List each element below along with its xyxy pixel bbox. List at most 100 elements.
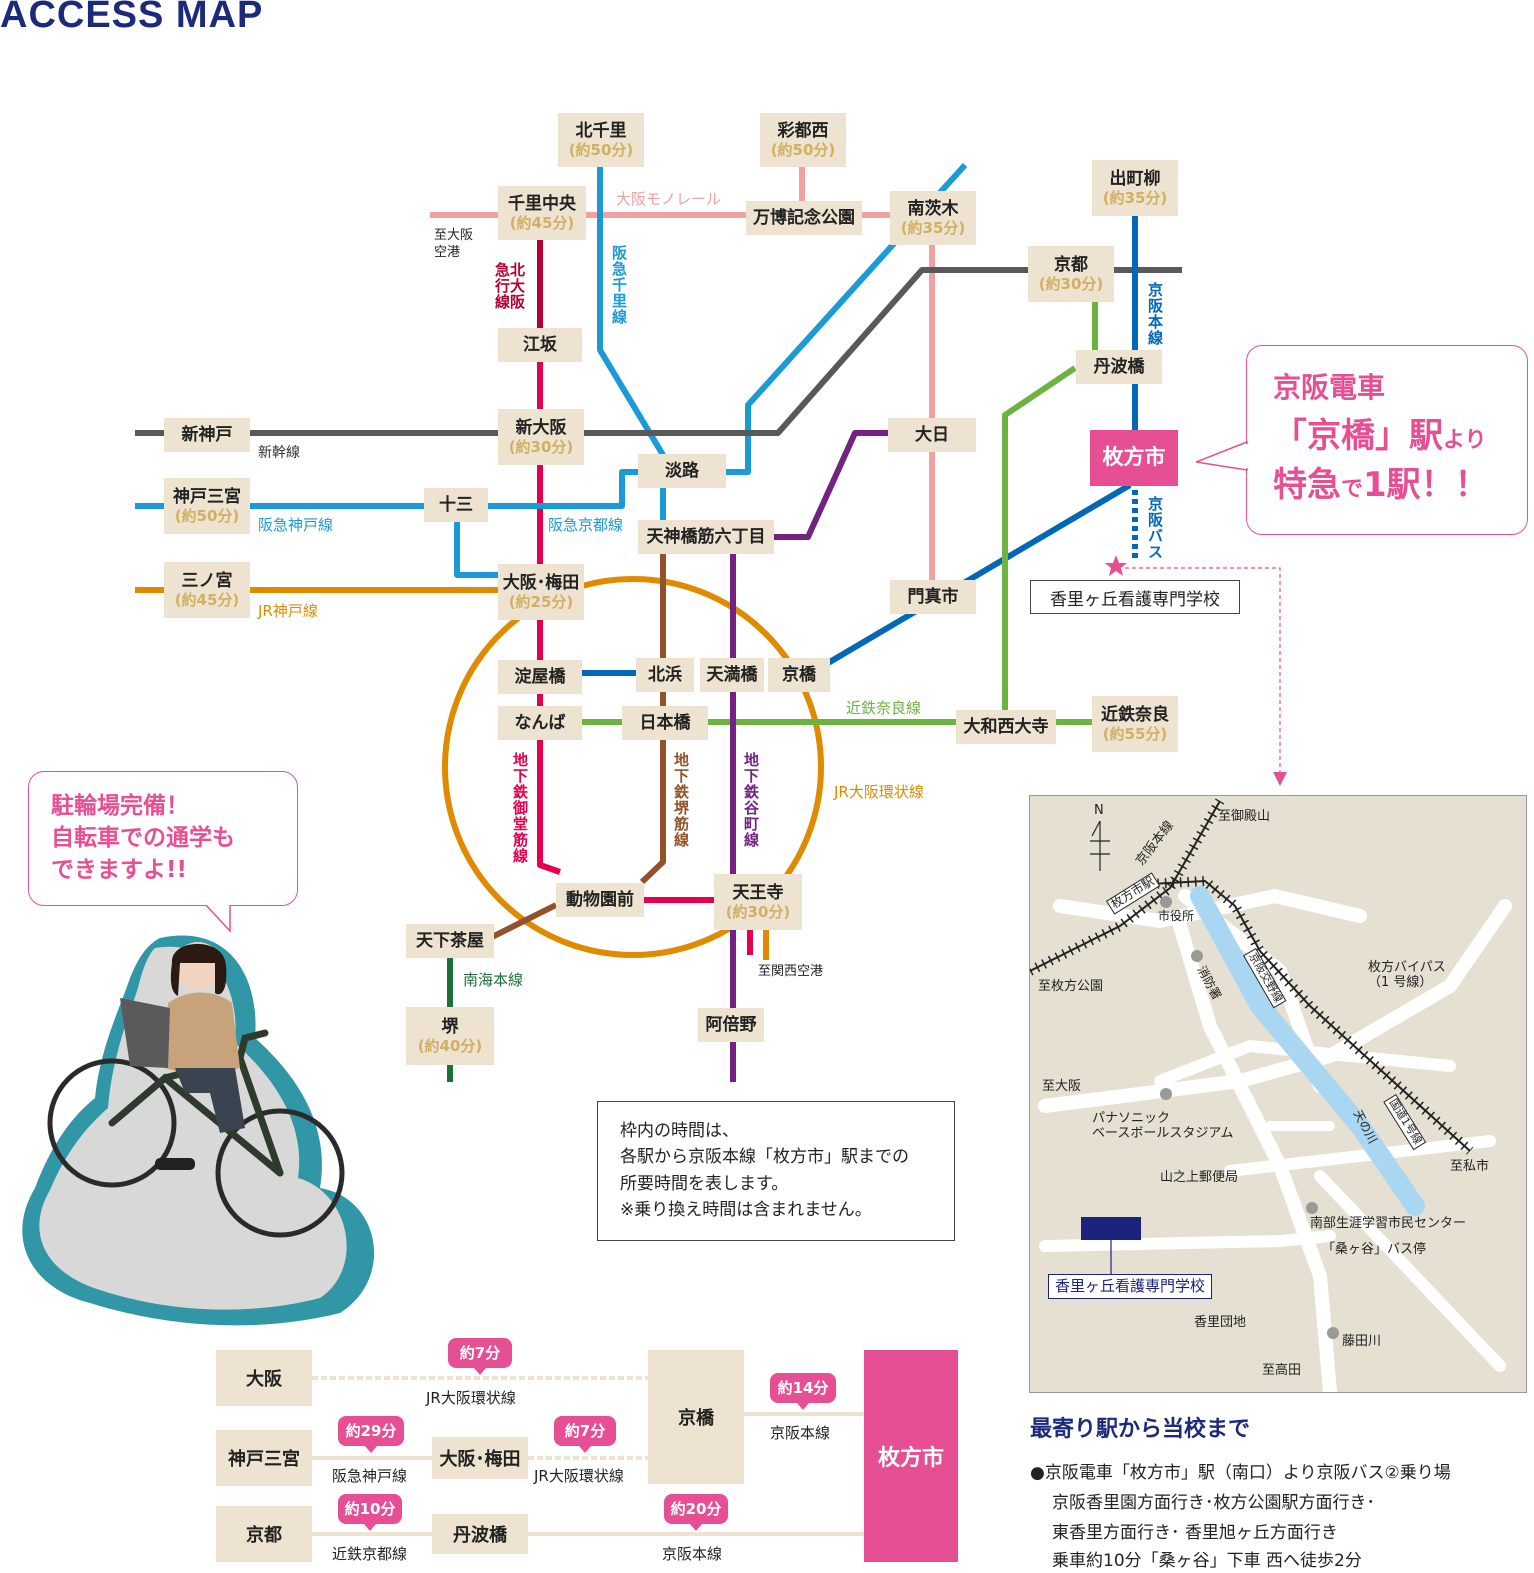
label-to-kix: 至関西空港: [758, 964, 824, 979]
map-to-gotenyama: 至御殿山: [1218, 809, 1271, 824]
station-shinkobe[interactable]: 新神戸: [164, 418, 250, 452]
station-nipponbashi[interactable]: 日本橋: [622, 706, 708, 740]
diagram-osaka[interactable]: 大阪: [216, 1350, 312, 1406]
hankyu-juso-umeda-line: [454, 518, 500, 578]
station-banpaku[interactable]: 万博記念公園: [746, 201, 862, 235]
hankyu-senri-line: [597, 165, 666, 457]
note-line3: 所要時間を表します。: [620, 1173, 789, 1194]
school-building: [1081, 1217, 1141, 1240]
map-bypass: 枚方バイパス （1 号線）: [1368, 960, 1446, 991]
station-tengachaya[interactable]: 天下茶屋: [406, 924, 494, 958]
lbl-osaka: JR大阪環状線: [426, 1389, 516, 1407]
note-box: 枠内の時間は、 各駅から京阪本線「枚方市」駅までの 所要時間を表します。 ※乗り…: [597, 1101, 955, 1241]
hankyu-kyoto-east-line: [720, 162, 968, 475]
station-esaka[interactable]: 江坂: [498, 328, 582, 362]
pill-tanba: 約20分: [664, 1494, 728, 1531]
lbl-tanba: 京阪本線: [662, 1545, 723, 1563]
note-line2: 各駅から京阪本線「枚方市」駅までの: [620, 1147, 909, 1168]
station-awaji[interactable]: 淡路: [638, 454, 726, 488]
station-kyobashi[interactable]: 京橋: [768, 658, 830, 692]
jr-loop-line: [442, 576, 824, 958]
pill-umeda: 約7分: [554, 1416, 616, 1453]
station-kitasenri[interactable]: 北千里(約50分): [558, 113, 644, 167]
map-post-office: 山之上郵便局: [1160, 1170, 1239, 1185]
station-sannomiya[interactable]: 三ノ宮(約45分): [164, 562, 250, 618]
bubble-left-line1: 駐輪場完備！: [51, 793, 189, 819]
route-line1: ●京阪電車「枚方市」駅（南口）より京阪バス②乗り場: [1030, 1463, 1451, 1483]
bubble-right-tail: [1196, 440, 1251, 471]
student-bicycle-illustration: [22, 935, 375, 1326]
station-dainichi[interactable]: 大日: [888, 418, 976, 452]
bubble-right-line1: 京阪電車: [1273, 371, 1386, 404]
station-saito[interactable]: 彩都西(約50分): [760, 113, 846, 167]
sakaisuji-line: [639, 550, 666, 885]
bubble-right-line3b: で: [1341, 477, 1364, 502]
label-sakaisuji: 地下鉄堺筋線: [672, 752, 690, 848]
station-namba[interactable]: なんば: [498, 706, 582, 740]
station-dobutsuen[interactable]: 動物園前: [556, 883, 644, 917]
station-shinosaka[interactable]: 新大阪(約30分): [498, 409, 584, 465]
station-tanbabashi[interactable]: 丹波橋: [1076, 350, 1162, 384]
midosuji-line: [537, 360, 561, 875]
station-kintetsunara[interactable]: 近鉄奈良(約55分): [1092, 696, 1178, 752]
school-star-icon: [1105, 555, 1127, 576]
sakaisuji-tengachaya-line: [488, 902, 558, 941]
station-kyoto[interactable]: 京都(約30分): [1028, 246, 1114, 302]
diagram-hirakata[interactable]: 枚方市: [864, 1350, 958, 1562]
note-line4: ※乗り換え時間は含まれません。: [620, 1200, 872, 1221]
station-minamiibaraki[interactable]: 南茨木(約35分): [890, 191, 976, 245]
station-kobesannomiya[interactable]: 神戸三宮(約50分): [164, 478, 250, 534]
station-sakai[interactable]: 堺(約40分): [406, 1007, 494, 1065]
diagram-tanbabashi[interactable]: 丹波橋: [432, 1514, 528, 1554]
pill-kobe: 約29分: [338, 1416, 404, 1453]
diagram-kyobashi[interactable]: 京橋: [648, 1350, 744, 1484]
map-pointer-line: [1125, 567, 1281, 775]
map-korien: 香里団地: [1194, 1315, 1247, 1330]
station-kadoma[interactable]: 門真市: [890, 580, 976, 614]
diagram-kyoto[interactable]: 京都: [216, 1506, 312, 1562]
page-title: ACCESS MAP: [0, 0, 264, 36]
station-senri[interactable]: 千里中央(約45分): [498, 186, 586, 240]
map-center: 南部生涯学習市民センター: [1310, 1216, 1467, 1231]
diagram-umeda[interactable]: 大阪･梅田: [432, 1437, 528, 1479]
pill-osaka: 約7分: [448, 1338, 512, 1375]
label-kintetsu-nara: 近鉄奈良線: [846, 699, 922, 717]
route-line4: 乗車約10分「桑ヶ谷」下車 西へ徒歩2分: [1052, 1551, 1362, 1571]
station-umeda[interactable]: 大阪･梅田(約25分): [498, 564, 584, 620]
school-label-box: 香里ヶ丘看護専門学校: [1030, 580, 1240, 614]
lbl-umeda: JR大阪環状線: [534, 1467, 624, 1485]
station-juso[interactable]: 十三: [424, 488, 488, 522]
label-keihan: 京阪本線: [1146, 282, 1164, 346]
station-yamatosaidaiji[interactable]: 大和西大寺: [956, 710, 1056, 744]
station-tenmabashi[interactable]: 天満橋: [700, 658, 764, 692]
map-fujitagawa: 藤田川: [1342, 1334, 1382, 1349]
map-to-kisaichi: 至私市: [1450, 1159, 1490, 1174]
station-demachi[interactable]: 出町柳(約35分): [1092, 160, 1178, 216]
map-bypass-line1: 枚方バイパス: [1368, 960, 1446, 975]
diagram-kobesannomiya[interactable]: 神戸三宮: [216, 1430, 312, 1486]
route-title: 最寄り駅から当校まで: [1030, 1417, 1251, 1442]
map-to-hirakatakoen: 至枚方公園: [1038, 979, 1104, 994]
label-tanimachi: 地下鉄谷町線: [742, 752, 760, 848]
map-to-osaka: 至大阪: [1042, 1079, 1082, 1094]
station-tennoji[interactable]: 天王寺(約30分): [714, 874, 802, 930]
lbl-kobe: 阪急神戸線: [332, 1467, 408, 1485]
local-area-map: N 京阪本線 枚方市駅 至御殿山 市役所 至枚方公園 消防署 京阪交野線 枚方バ…: [1029, 795, 1527, 1393]
station-tenroku[interactable]: 天神橋筋六丁目: [638, 520, 774, 554]
bubble-left-tail: [202, 903, 236, 933]
station-kitahama[interactable]: 北浜: [636, 658, 694, 692]
tanimachi-dainichi-line: [770, 430, 888, 540]
lbl-kyobashi: 京阪本線: [770, 1424, 831, 1442]
map-north: N: [1094, 803, 1104, 818]
station-abeno[interactable]: 阿倍野: [698, 1008, 764, 1042]
map-school-label: 香里ヶ丘看護専門学校: [1048, 1274, 1213, 1300]
bubble-right-line2b: より: [1443, 428, 1487, 453]
station-yodoyabashi[interactable]: 淀屋橋: [498, 660, 582, 694]
label-hankyu-kobe: 阪急神戸線: [258, 516, 334, 534]
hankyu-kobe-line: [135, 469, 640, 509]
station-hirakata[interactable]: 枚方市: [1090, 430, 1178, 486]
label-hankyu-kyoto: 阪急京都線: [548, 516, 624, 534]
map-stadium-line1: パナソニック: [1092, 1111, 1171, 1126]
pill-kyobashi: 約14分: [770, 1373, 836, 1410]
